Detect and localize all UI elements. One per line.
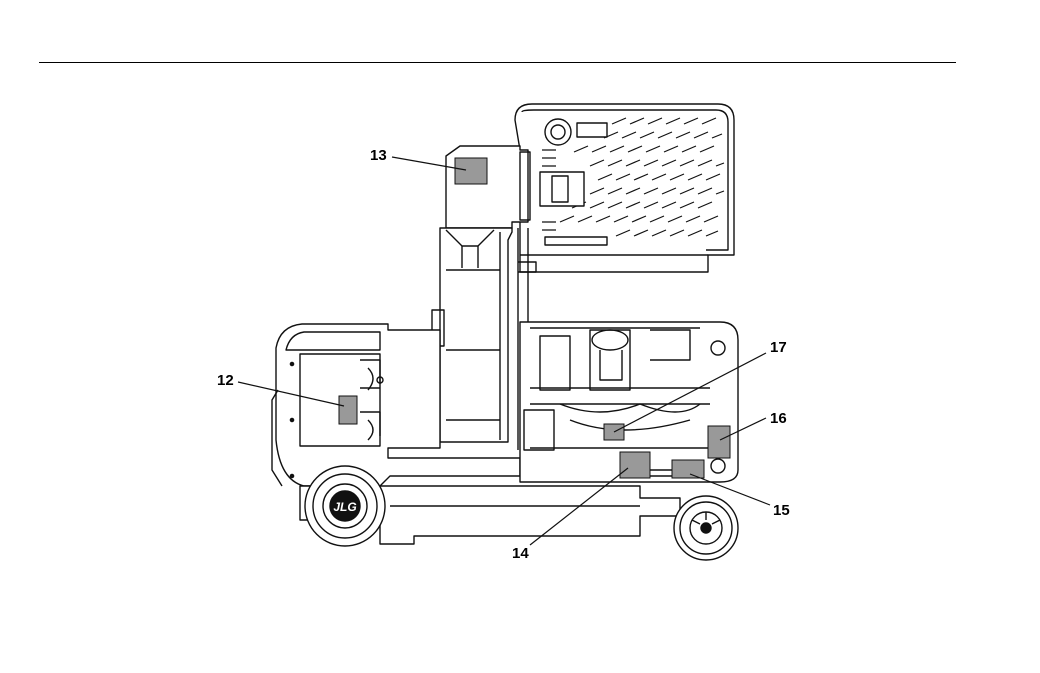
decal-13 bbox=[455, 158, 487, 184]
decal-14 bbox=[620, 452, 650, 478]
callout-17: 17 bbox=[770, 340, 787, 355]
callout-12: 12 bbox=[217, 373, 234, 388]
decal-15 bbox=[672, 460, 704, 478]
decal-12 bbox=[339, 396, 357, 424]
rear-wheel bbox=[674, 496, 738, 560]
callout-16: 16 bbox=[770, 411, 787, 426]
decal-16 bbox=[708, 426, 730, 458]
callout-14: 14 bbox=[512, 546, 529, 561]
callout-13: 13 bbox=[370, 148, 387, 163]
wheel-logo: JLG bbox=[333, 500, 356, 514]
callout-15: 15 bbox=[773, 503, 790, 518]
